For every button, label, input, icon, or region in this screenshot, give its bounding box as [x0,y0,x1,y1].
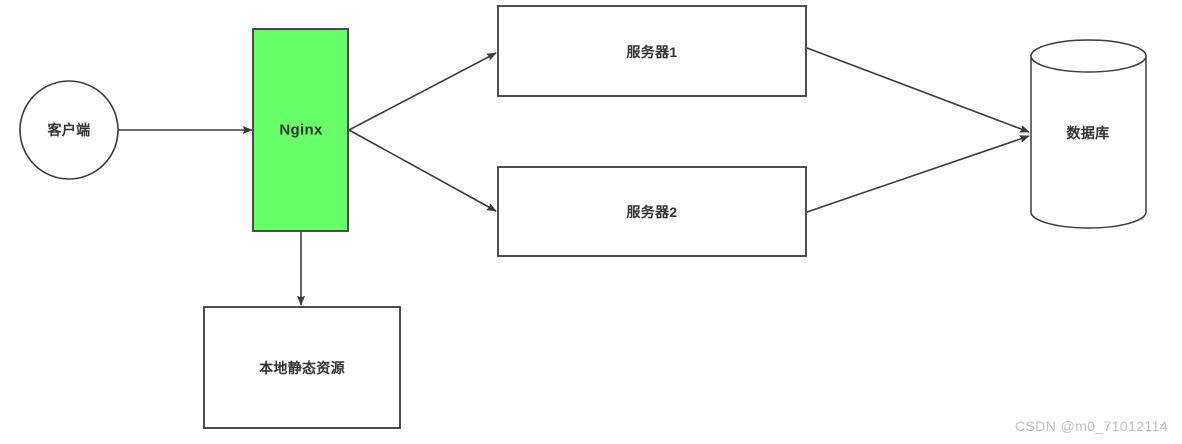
node-nginx-shape [252,28,349,232]
node-static-resource-label: 本地静态资源 [259,360,345,376]
node-database-label: 数据库 [1066,125,1110,141]
node-database-shape [1030,39,1147,229]
node-server1-shape [497,5,807,97]
node-server1-label: 服务器1 [626,44,678,60]
edge-nginx-to-server2 [348,129,497,212]
node-static-resource-shape [203,306,401,429]
node-nginx-label: Nginx [279,121,323,139]
edge-server1-to-database [806,47,1030,133]
watermark-text: CSDN @m0_71012114 [1014,418,1168,434]
node-client-label: 客户端 [47,122,91,138]
node-server2-label: 服务器2 [626,204,678,220]
edge-nginx-to-server1 [348,52,497,131]
node-server2-shape [497,166,807,257]
edge-server2-to-database [806,135,1030,213]
